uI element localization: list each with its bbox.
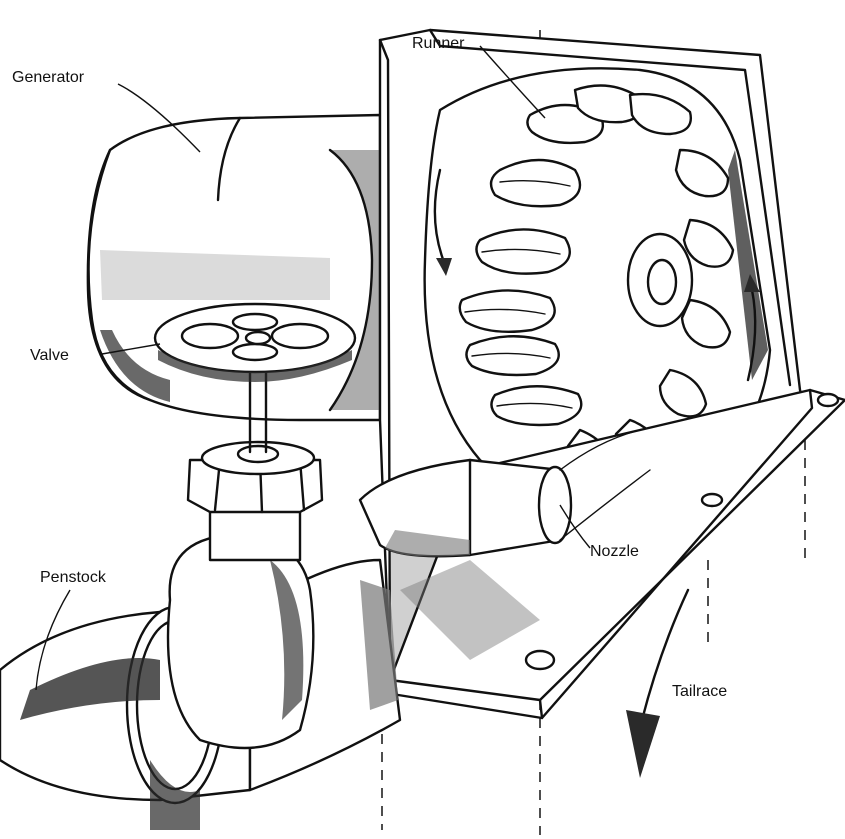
label-penstock: Penstock — [40, 569, 107, 586]
label-valve: Valve — [30, 347, 69, 364]
label-tailrace: Tailrace — [672, 683, 727, 700]
label-generator: Generator — [12, 69, 85, 86]
label-runner: Runner — [412, 35, 465, 52]
label-nozzle: Nozzle — [590, 543, 639, 560]
